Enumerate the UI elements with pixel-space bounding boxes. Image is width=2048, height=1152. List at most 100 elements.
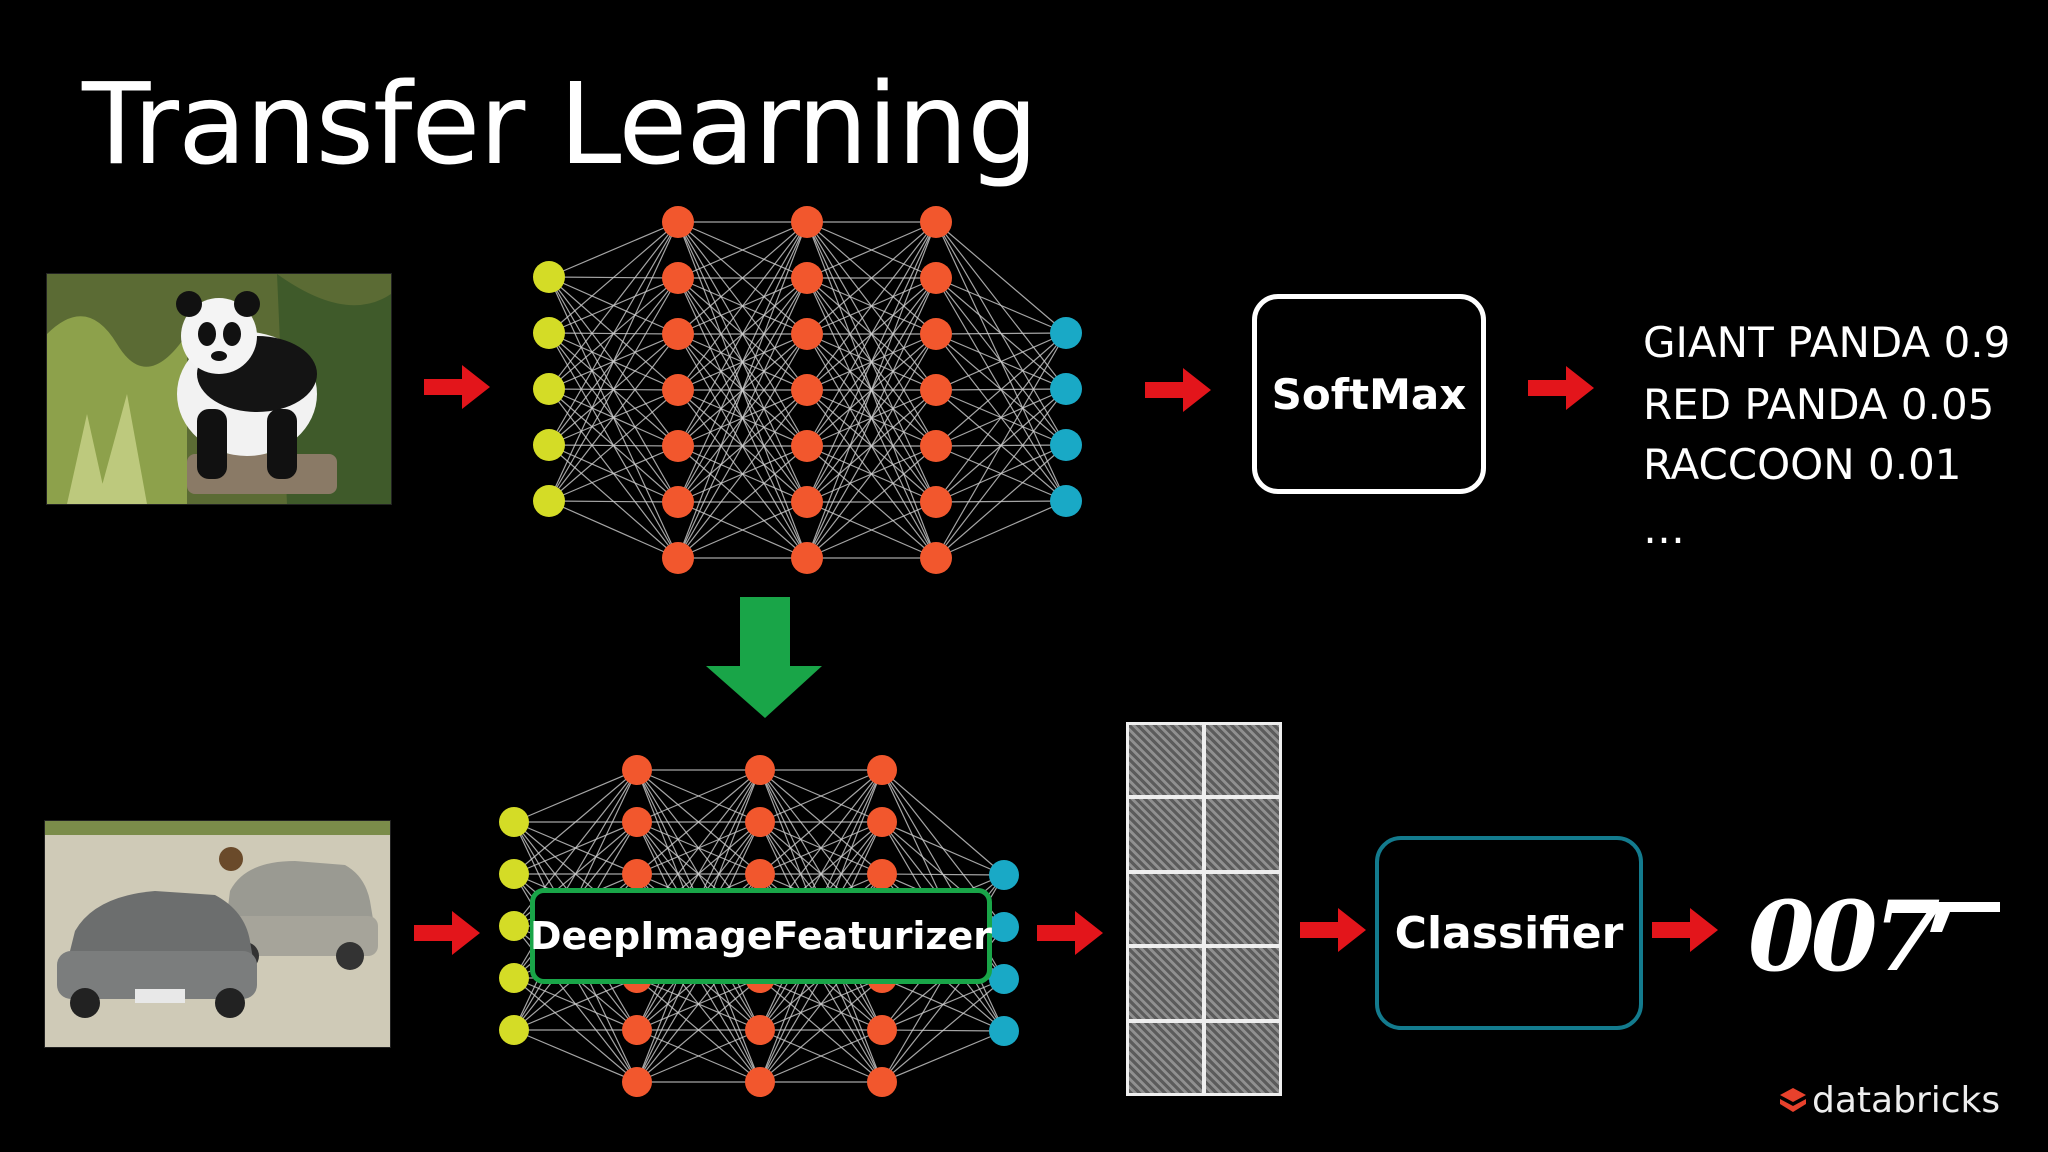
arrow-right-icon	[1145, 368, 1211, 412]
top-network-hidden-node	[662, 430, 694, 462]
deep-image-featurizer-box: DeepImageFeaturizer	[530, 888, 992, 984]
top-network-hidden-node	[920, 374, 952, 406]
top-network-edge	[806, 221, 937, 447]
arrow-right-icon	[424, 365, 490, 409]
bottom-network-hidden-node	[745, 1067, 775, 1097]
cars-chase-photo	[44, 820, 391, 1048]
top-network-edge	[548, 445, 679, 502]
top-network-edge	[935, 221, 1067, 334]
prediction-raccoon: RACCOON 0.01	[1643, 440, 1962, 489]
top-network-hidden-node	[920, 486, 952, 518]
bottom-network-edge	[881, 769, 1005, 876]
bottom-network-input-node	[499, 1015, 529, 1045]
top-network-edge	[677, 221, 808, 447]
bottom-network-edge	[881, 1030, 1005, 1083]
prediction-red-panda: RED PANDA 0.05	[1643, 380, 1995, 429]
bottom-network-hidden-node	[867, 859, 897, 889]
top-network-edge	[677, 445, 808, 559]
top-network-edge	[548, 221, 679, 390]
top-network-edge	[935, 332, 1067, 335]
top-network-edge	[677, 221, 808, 335]
bottom-network-output-node	[989, 912, 1019, 942]
top-network-edge	[806, 221, 937, 391]
top-network-edge	[677, 221, 808, 559]
feature-map	[1206, 948, 1279, 1019]
arrow-right-icon	[1528, 366, 1594, 410]
top-network-edge	[806, 445, 937, 559]
arrow-right-icon	[414, 911, 480, 955]
top-network-edge	[548, 333, 679, 502]
top-network-hidden-node	[920, 262, 952, 294]
top-network-output-node	[1050, 373, 1082, 405]
top-network-edge	[548, 389, 679, 502]
top-network-hidden-node	[791, 206, 823, 238]
top-network-hidden-node	[791, 262, 823, 294]
panda-illustration	[47, 274, 391, 504]
feature-map	[1129, 799, 1202, 870]
top-network-hidden-node	[920, 430, 952, 462]
cars-illustration	[45, 821, 390, 1047]
top-network-hidden-node	[791, 374, 823, 406]
bottom-network-output-node	[989, 1016, 1019, 1046]
top-network-hidden-node	[791, 430, 823, 462]
prediction-giant-panda: GIANT PANDA 0.9	[1643, 318, 2011, 367]
top-network-edge	[548, 221, 679, 278]
feature-map	[1129, 1022, 1202, 1093]
giant-panda-photo	[46, 273, 392, 505]
arrow-down-icon	[706, 597, 822, 718]
top-network-edge	[548, 221, 679, 446]
arrow-right-icon	[1652, 908, 1718, 952]
top-network-hidden-node	[662, 262, 694, 294]
top-network-edge	[806, 221, 937, 559]
bottom-network-output-node	[989, 860, 1019, 890]
top-network-edge	[677, 389, 808, 559]
feature-map	[1129, 873, 1202, 945]
bottom-network-edge	[881, 978, 1005, 1083]
top-network-edge	[548, 500, 679, 559]
feature-map	[1206, 873, 1279, 945]
top-network-edge	[677, 221, 808, 503]
bottom-network-hidden-node	[867, 807, 897, 837]
bottom-network-input-node	[499, 911, 529, 941]
top-network-edge	[935, 332, 1067, 559]
bottom-network-edge	[636, 769, 761, 875]
top-network-edge	[935, 332, 1067, 503]
top-network-output-node	[1050, 429, 1082, 461]
top-network-edge	[806, 333, 937, 559]
top-network-edge	[677, 277, 808, 559]
feature-map	[1206, 799, 1279, 870]
top-network-edge	[806, 221, 937, 335]
top-network-hidden-node	[920, 318, 952, 350]
bottom-network-hidden-node	[622, 1067, 652, 1097]
bottom-network-edge	[636, 769, 761, 823]
bottom-network-edge	[759, 1029, 883, 1083]
bottom-network-hidden-node	[745, 807, 775, 837]
top-network-hidden-node	[920, 542, 952, 574]
bottom-network-hidden-node	[745, 755, 775, 785]
top-network-input-node	[533, 485, 565, 517]
top-network-hidden-node	[791, 486, 823, 518]
softmax-box: SoftMax	[1252, 294, 1486, 494]
slide-title: Transfer Learning	[82, 60, 1038, 190]
bottom-network-output-node	[989, 964, 1019, 994]
top-network-edge	[806, 277, 937, 559]
bottom-network-edge	[759, 769, 883, 823]
top-network-edge	[548, 277, 679, 502]
top-network-hidden-node	[920, 206, 952, 238]
top-network-hidden-node	[662, 542, 694, 574]
bottom-network-edge	[636, 977, 761, 1083]
top-network-edge	[548, 221, 679, 502]
bottom-network-hidden-node	[622, 859, 652, 889]
top-network-edge	[548, 221, 679, 334]
top-network-edge	[806, 221, 937, 279]
arrow-right-icon	[1300, 908, 1366, 952]
softmax-label: SoftMax	[1271, 369, 1467, 419]
bottom-network-edge	[881, 821, 1005, 876]
top-network-edge	[806, 501, 937, 559]
bottom-network-input-node	[499, 963, 529, 993]
top-network-output-node	[1050, 317, 1082, 349]
top-network-hidden-node	[662, 318, 694, 350]
top-network-edge	[806, 389, 937, 559]
bottom-network-edge	[513, 769, 638, 823]
bottom-network-hidden-node	[867, 1015, 897, 1045]
